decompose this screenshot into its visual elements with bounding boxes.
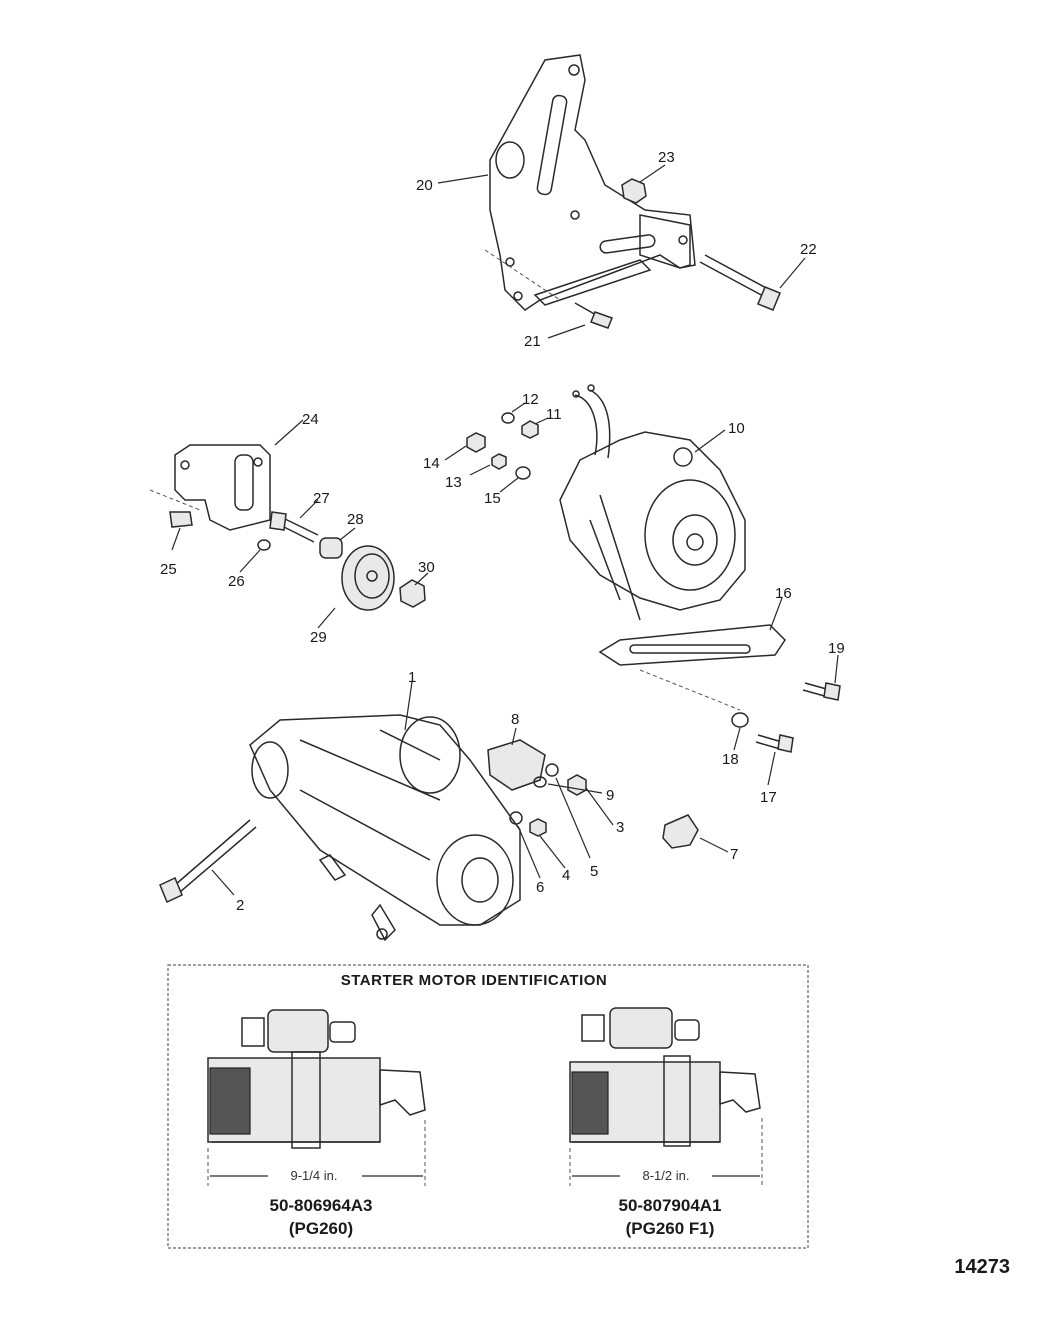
model-left: (PG260) (289, 1219, 353, 1238)
callout-14: 14 (423, 455, 440, 472)
callout-5: 5 (590, 863, 598, 880)
nut-4 (529, 818, 547, 837)
cover-7 (662, 814, 699, 849)
callout-25: 25 (160, 561, 177, 578)
washer-18 (731, 712, 749, 728)
leader-lines (171, 164, 839, 896)
terminal-cover-8 (487, 739, 546, 791)
alternator (559, 384, 746, 621)
bolt-27 (269, 511, 319, 543)
callout-21: 21 (524, 333, 541, 350)
callout-24: 24 (302, 411, 319, 428)
stud-21 (574, 302, 613, 329)
callout-29: 29 (310, 629, 327, 646)
bolt-2 (159, 819, 257, 904)
washer-12 (501, 412, 515, 424)
nut-23 (621, 178, 647, 204)
mounting-bracket (484, 54, 696, 311)
washer-5 (545, 763, 559, 777)
callout-16: 16 (775, 585, 792, 602)
idler-bracket (149, 444, 271, 531)
starter-motor (249, 714, 521, 942)
callout-26: 26 (228, 573, 245, 590)
bolt-17 (755, 734, 794, 753)
callout-27: 27 (313, 490, 330, 507)
callout-7: 7 (730, 846, 738, 863)
part-number-left: 50-806964A3 (269, 1196, 372, 1215)
figure-number: 14273 (954, 1256, 1010, 1278)
bolt-22 (699, 254, 781, 311)
idler-pulley-29 (341, 545, 395, 611)
nut-30 (399, 579, 426, 608)
callout-4: 4 (562, 867, 570, 884)
starter-illustration-right (569, 1007, 761, 1147)
callout-18: 18 (722, 751, 739, 768)
callout-numbers: 1 2 3 4 5 6 7 8 9 10 11 12 13 14 15 16 1… (160, 149, 845, 914)
callout-8: 8 (511, 711, 519, 728)
spacer-28 (319, 537, 343, 559)
model-right: (PG260 F1) (626, 1219, 715, 1238)
callout-30: 30 (418, 559, 435, 576)
callout-22: 22 (800, 241, 817, 258)
dimension-right: 8-1/2 in. (643, 1168, 690, 1183)
starter-illustration-left (207, 1009, 426, 1149)
callout-6: 6 (536, 879, 544, 896)
identification-frame (167, 964, 809, 1249)
nut-11 (521, 420, 539, 439)
nut-13 (491, 453, 507, 470)
callout-13: 13 (445, 474, 462, 491)
washer-26 (257, 539, 271, 551)
callout-17: 17 (760, 789, 777, 806)
dimension-line-left: 9-1/4 in. (207, 1120, 426, 1186)
callout-28: 28 (347, 511, 364, 528)
callout-1: 1 (408, 669, 416, 686)
callout-11: 11 (546, 406, 562, 423)
callout-15: 15 (484, 490, 501, 507)
brace-16 (598, 624, 786, 711)
callout-2: 2 (236, 897, 244, 914)
callout-19: 19 (828, 640, 845, 657)
callout-20: 20 (416, 177, 433, 194)
identification-panel: STARTER MOTOR IDENTIFICATION 9-1/4 in. 5… (167, 964, 809, 1249)
nut-14 (466, 432, 486, 453)
washer-15 (515, 466, 531, 480)
dimension-line-right: 8-1/2 in. (569, 1118, 763, 1186)
callout-3: 3 (616, 819, 624, 836)
washer-6 (509, 811, 523, 825)
dimension-left: 9-1/4 in. (291, 1168, 338, 1183)
washer-9 (533, 776, 547, 788)
nut-3 (567, 774, 587, 796)
bolt-19 (802, 682, 841, 701)
identification-title: STARTER MOTOR IDENTIFICATION (341, 972, 608, 989)
callout-12: 12 (522, 391, 539, 408)
bolt-25 (169, 511, 193, 528)
part-number-right: 50-807904A1 (618, 1196, 721, 1215)
callout-9: 9 (606, 787, 614, 804)
callout-10: 10 (728, 420, 745, 437)
callout-23: 23 (658, 149, 675, 166)
